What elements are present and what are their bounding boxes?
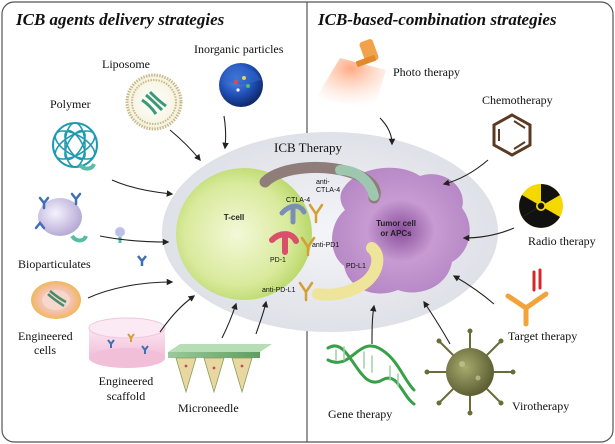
liposome-icon <box>125 73 183 131</box>
microneedle-icon <box>168 344 272 394</box>
inorganic-particles-label: Inorganic particles <box>194 42 284 56</box>
radio-therapy-label: Radio therapy <box>528 234 596 248</box>
polymer-label: Polymer <box>50 97 91 111</box>
chemotherapy-label: Chemotherapy <box>482 93 553 107</box>
virotherapy-icon <box>424 328 516 416</box>
target-therapy-label: Target therapy <box>508 329 577 343</box>
tumor-cell-label-line1: Tumor cell <box>376 219 416 228</box>
right-panel-title: ICB-based-combination strategies <box>317 10 557 29</box>
anti-ctla4-label-line2: CTLA-4 <box>316 187 340 194</box>
engineered-cells-icon <box>31 281 81 319</box>
t-cell-label: T-cell <box>224 213 244 222</box>
pd1-label: PD-1 <box>270 257 286 264</box>
photo-therapy-icon <box>316 39 386 110</box>
pd1-receptor <box>269 231 299 255</box>
bioparticulates-icon <box>34 192 147 266</box>
right-arrows <box>369 117 515 345</box>
tumor-cell: Tumor cell or APCs <box>332 167 470 294</box>
polymer-icon <box>52 122 98 171</box>
chemotherapy-icon <box>492 113 532 157</box>
engineered-scaffold-label-line1: Engineered <box>99 374 154 388</box>
ctla4-receptor <box>279 203 307 225</box>
engineered-scaffold-icon <box>88 317 166 368</box>
engineered-scaffold-label-line2: scaffold <box>107 389 145 403</box>
t-cell: T-cell <box>176 168 312 300</box>
icb-therapy-title: ICB Therapy <box>274 140 342 155</box>
anti-pdl1-label: anti-PD-L1 <box>262 287 296 294</box>
photo-therapy-label: Photo therapy <box>393 65 460 79</box>
engineered-cells-label-line1: Engineered <box>18 329 73 343</box>
anti-pdl1-antibody <box>298 281 314 302</box>
anti-pd1-antibody <box>300 236 316 257</box>
engineered-cells-label-line2: cells <box>34 343 56 357</box>
left-arrows <box>87 115 269 339</box>
radio-therapy-icon <box>519 184 563 228</box>
left-panel-title: ICB agents delivery strategies <box>15 10 225 29</box>
inorganic-particles-icon <box>219 63 263 107</box>
ctla4-label: CTLA-4 <box>286 197 310 204</box>
anti-pd1-label: anti-PD1 <box>312 242 339 249</box>
tumor-cell-label-line2: or APCs <box>380 229 412 238</box>
microneedle-label: Microneedle <box>178 401 239 415</box>
gene-therapy-icon <box>326 344 416 406</box>
virotherapy-label: Virotherapy <box>512 399 569 413</box>
tcr-mhc-band-green <box>335 165 379 201</box>
pdl1-label: PD-L1 <box>346 263 366 270</box>
bioparticulates-label: Bioparticulates <box>18 257 91 271</box>
liposome-label: Liposome <box>102 57 150 71</box>
target-therapy-icon <box>505 268 549 327</box>
anti-ctla4-antibody <box>308 203 324 224</box>
pdl1-ligand <box>312 242 384 301</box>
anti-ctla4-label-line1: anti- <box>316 179 330 186</box>
gene-therapy-label: Gene therapy <box>328 407 392 421</box>
